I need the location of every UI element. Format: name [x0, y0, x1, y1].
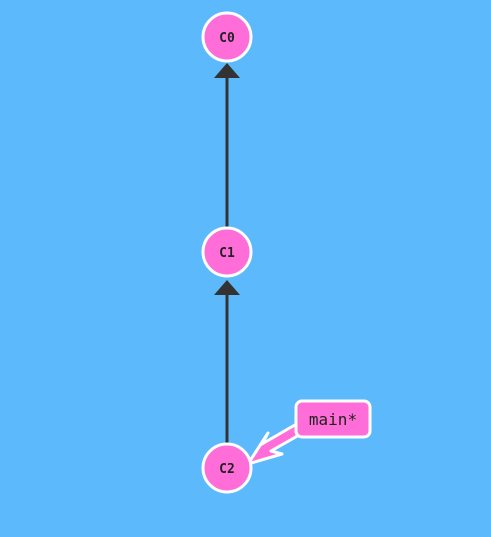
commit-label: C1	[219, 246, 235, 261]
branch-label: main*	[309, 410, 357, 429]
commit-c2[interactable]: C2	[201, 442, 253, 494]
branch-main[interactable]: main*	[246, 399, 372, 466]
commit-label: C0	[219, 31, 235, 46]
commit-c0[interactable]: C0	[201, 11, 253, 63]
commit-label: C2	[219, 462, 235, 477]
edge-c1-c0	[214, 63, 240, 228]
branch-tag	[294, 399, 372, 439]
commit-c1[interactable]: C1	[201, 226, 253, 278]
edge-c2-c1	[214, 280, 240, 443]
